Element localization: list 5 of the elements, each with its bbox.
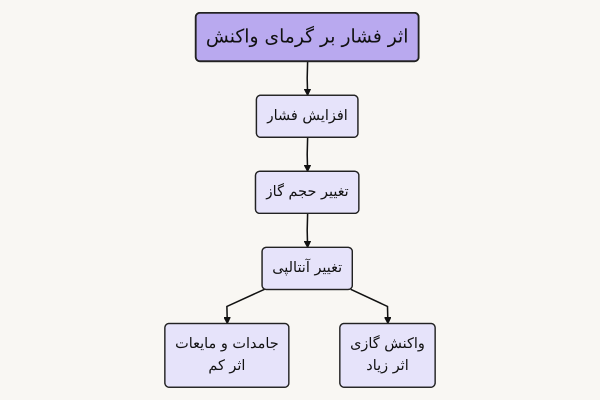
arrow	[350, 288, 392, 324]
arrow	[304, 138, 312, 172]
arrow	[223, 288, 265, 324]
arrow	[304, 214, 312, 248]
arrow	[304, 62, 312, 96]
